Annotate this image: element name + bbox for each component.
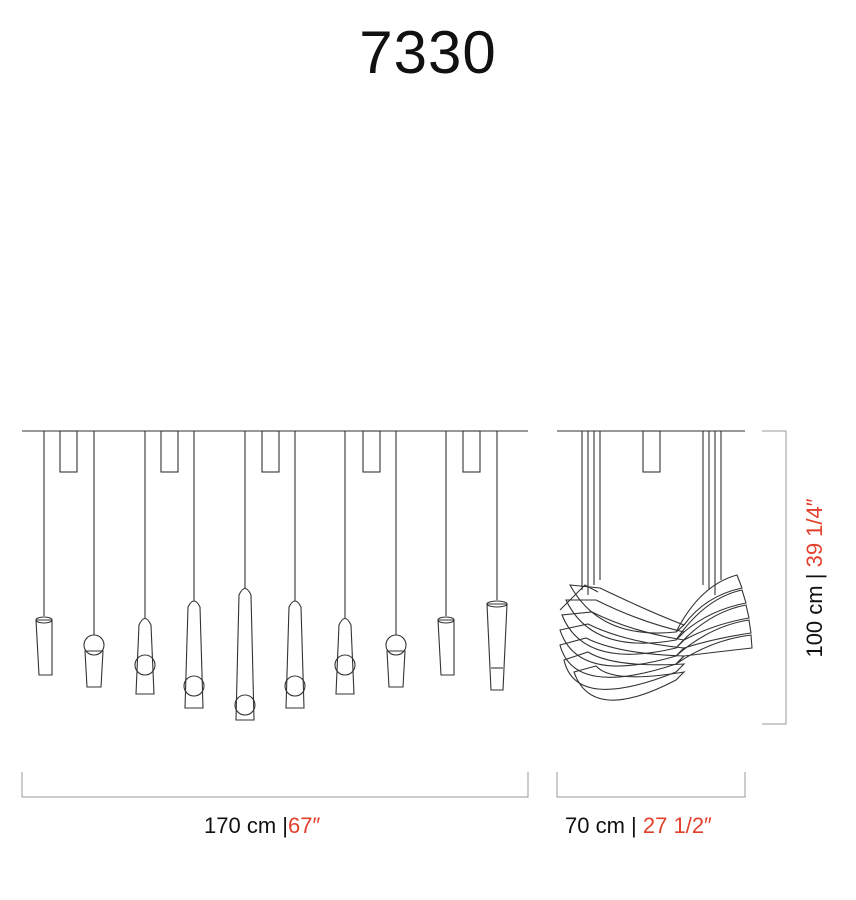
canopy-5 xyxy=(462,430,481,473)
pendant-1 xyxy=(35,431,53,676)
depth-imperial: 27 1/2″ xyxy=(642,813,712,838)
width-dimension-line xyxy=(21,772,529,798)
depth-metric: 70 cm xyxy=(565,813,625,838)
width-separator: | xyxy=(282,813,288,838)
depth-dimension-line xyxy=(556,772,746,798)
pendant-3 xyxy=(134,431,156,695)
height-separator: | xyxy=(802,573,827,580)
pendant-5 xyxy=(234,431,256,721)
pendant-8 xyxy=(385,431,407,688)
side-view xyxy=(557,430,753,701)
canopy-1 xyxy=(59,430,78,473)
canopy-3 xyxy=(261,430,280,473)
width-imperial: 67″ xyxy=(288,813,321,838)
product-code-title: 7330 xyxy=(359,19,497,86)
width-dimension-label: 170 cm |67″ xyxy=(204,813,320,839)
pendant-9 xyxy=(437,431,455,676)
height-metric: 100 cm xyxy=(802,585,827,658)
height-dimension-label: 100 cm | 39 1/4″ xyxy=(802,498,828,657)
dimension-lines xyxy=(21,430,787,798)
height-dimension-line xyxy=(762,430,787,725)
pendant-10 xyxy=(486,431,508,691)
height-imperial: 39 1/4″ xyxy=(802,498,827,568)
front-view xyxy=(22,430,528,721)
pendant-7 xyxy=(334,431,356,695)
depth-separator: | xyxy=(631,813,637,838)
pendant-2 xyxy=(83,431,105,688)
width-metric: 170 cm xyxy=(204,813,277,838)
depth-dimension-label: 70 cm | 27 1/2″ xyxy=(565,813,712,839)
pendant-4 xyxy=(183,431,205,709)
side-canopy xyxy=(642,430,661,473)
pendant-6 xyxy=(284,431,306,709)
canopy-2 xyxy=(160,430,179,473)
canopy-4 xyxy=(362,430,381,473)
